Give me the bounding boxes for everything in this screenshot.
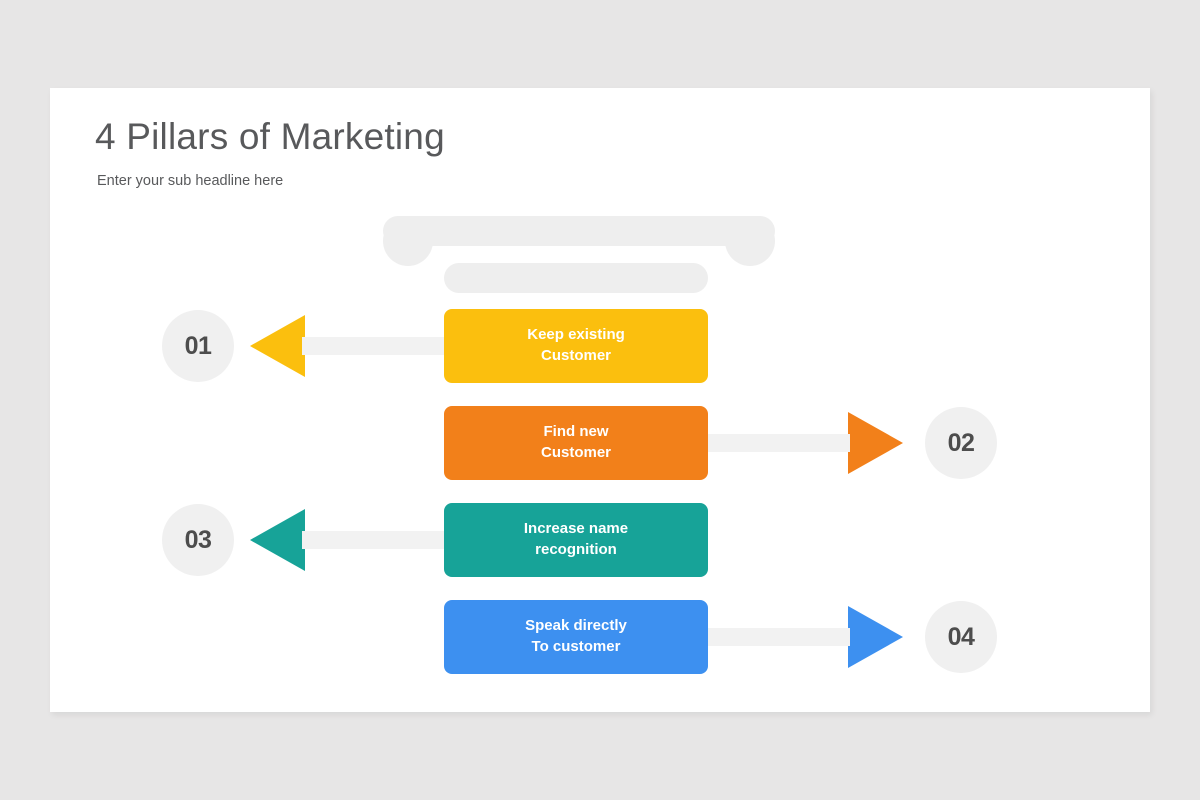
pillar-number-label: 02 (947, 428, 975, 457)
pillar-number-circle[interactable]: 03 (162, 504, 234, 576)
pillar-connector-bar (302, 337, 454, 355)
pillar-number-label: 03 (184, 525, 212, 554)
pillar-card-line2: Customer (540, 347, 611, 364)
decoration-left-end-cap (383, 216, 433, 266)
pillar-card-line1: Find new (543, 423, 609, 441)
decoration-top-bar (383, 216, 775, 246)
decoration-lower-bar (444, 263, 708, 293)
page-subtitle: Enter your sub headline here (97, 173, 284, 189)
pillar-card-line1: Speak directly (525, 617, 627, 635)
pillar-card-line2: Customer (540, 444, 611, 461)
pillar-arrow-icon (250, 509, 305, 571)
pillar-row: 03 Increase name recognition (50, 503, 1150, 577)
pillar-card-line1: Keep existing (527, 326, 625, 344)
pillar-card[interactable]: Speak directly To customer (444, 600, 708, 674)
pillar-connector-bar (698, 434, 850, 452)
pillar-number-circle[interactable]: 02 (925, 407, 997, 479)
pillar-card-line1: Increase name (523, 520, 629, 538)
pillar-number-label: 04 (947, 622, 975, 651)
pillar-number-label: 01 (184, 331, 212, 360)
pillar-arrow-icon (250, 315, 305, 377)
page-title: 4 Pillars of Marketing (95, 116, 445, 157)
decoration-right-end-cap (725, 216, 775, 266)
pillar-row: 04 Speak directly To customer (50, 600, 1150, 674)
pillar-card[interactable]: Increase name recognition (444, 503, 708, 577)
pillar-arrow-icon (848, 412, 903, 474)
pillar-connector-bar (698, 628, 850, 646)
pillar-card-line2: To customer (531, 638, 621, 655)
pillar-arrow-icon (848, 606, 903, 668)
pillar-card-line2: recognition (535, 541, 617, 558)
slide-panel: 4 Pillars of Marketing Enter your sub he… (50, 88, 1150, 712)
pillar-connector-bar (302, 531, 454, 549)
pillar-number-circle[interactable]: 04 (925, 601, 997, 673)
pillar-number-circle[interactable]: 01 (162, 310, 234, 382)
